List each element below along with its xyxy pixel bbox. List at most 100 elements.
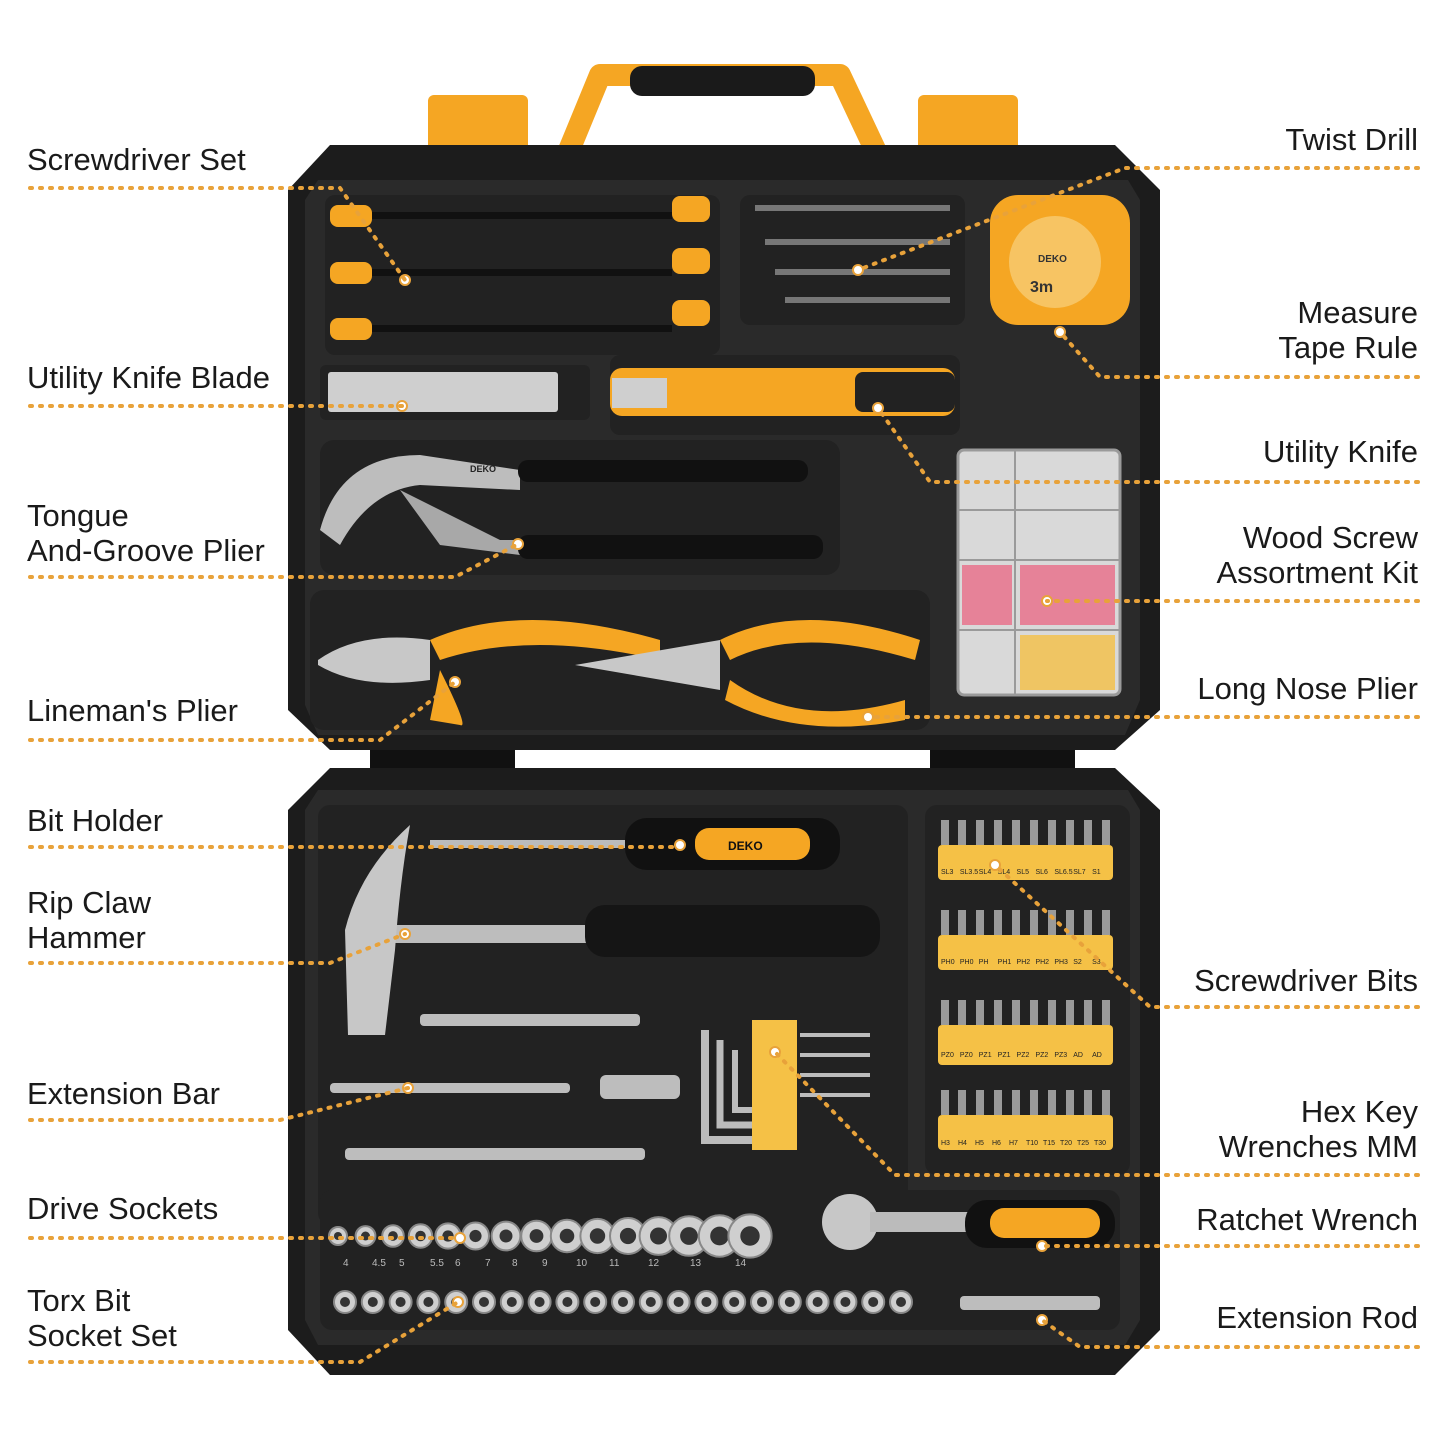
bit-label: PH0 [960,959,974,966]
utility-knife [610,368,955,416]
label-utility-knife: Utility Knife [1262,434,1418,469]
drive-socket-bore [710,1226,729,1246]
torx-socket-bore [340,1297,350,1307]
label-drive-sockets: Drive Sockets [27,1191,219,1226]
bit-label: PZ1 [979,1052,992,1059]
torx-socket-bore [395,1297,406,1307]
drive-socket-bore [559,1228,575,1244]
bit-label: SL4 [998,869,1011,876]
bit-label: SL6 [1035,869,1048,876]
torx-socket-bore [701,1297,712,1307]
tape-brand: DEKO [1038,254,1067,265]
socket-size-label: 6 [455,1258,461,1269]
bit-label: PH2 [1035,959,1049,966]
drive-socket-bore [529,1229,544,1243]
label-screwdriver-set: Screwdriver Set [27,142,246,177]
bit-label: PH1 [998,959,1012,966]
bit-label: H4 [958,1140,967,1147]
torx-bit-socket-set [333,1290,913,1314]
socket-size-label: 5.5 [430,1258,444,1269]
drive-socket-bore [469,1229,482,1243]
long-nose-plier [575,620,920,727]
screwdriver-set [330,196,710,340]
torx-socket-bore [840,1297,851,1307]
label-twist-drill: Twist Drill [1285,122,1418,157]
torx-socket-bore [729,1297,740,1307]
drive-socket-bore [499,1229,513,1243]
socket-size-label: 11 [609,1258,620,1269]
extension-bars [330,1014,680,1160]
bit-label: PZ2 [1035,1052,1048,1059]
pointer-dots [396,264,1066,1326]
bit-label: SL3 [941,869,954,876]
linemans-plier [318,620,660,726]
label-extension-bar: Extension Bar [27,1076,220,1111]
torx-socket-bore [506,1297,517,1307]
utility-knife-blade [328,372,558,412]
bit-label: SL3.5 [960,869,978,876]
bit-label: S3 [1092,959,1101,966]
drive-sockets [328,1213,773,1259]
drive-socket-bore [740,1226,760,1246]
drive-socket-bore [619,1227,637,1245]
hinge-left [370,750,515,768]
right-latch [918,95,1018,160]
drive-socket-bore [680,1227,698,1245]
bit-label: PZ3 [1054,1052,1067,1059]
label-bit-holder: Bit Holder [27,803,164,838]
bit-label: S2 [1073,959,1082,966]
tape-measure: 3m DEKO [990,195,1130,325]
ratchet-wrench [822,1194,1115,1250]
label-extension-rod: Extension Rod [1216,1300,1418,1335]
socket-size-label: 4 [343,1258,349,1269]
torx-socket-bore [590,1297,601,1307]
bit-label: SL7 [1073,869,1086,876]
label-screwdriver-bits: Screwdriver Bits [1194,963,1418,998]
socket-size-label: 10 [576,1258,588,1269]
socket-size-label: 4.5 [372,1258,386,1269]
bit-label: T20 [1060,1140,1072,1147]
bit-label: PZ1 [998,1052,1011,1059]
torx-socket-bore [479,1297,489,1307]
torx-socket-bore [645,1297,656,1307]
extension-rod [960,1296,1100,1310]
bit-label: PH0 [941,959,955,966]
case-handle [554,64,890,165]
bit-label: AD [1092,1052,1102,1059]
torx-socket-bore [618,1297,628,1307]
rip-claw-hammer [345,825,880,1035]
torx-socket-bore [812,1297,823,1307]
wood-screw-assortment-box [956,448,1122,697]
torx-socket-bore [534,1297,545,1307]
socket-size-label: 13 [690,1258,702,1269]
bit-label: H7 [1009,1140,1018,1147]
socket-size-label: 5 [399,1258,405,1269]
bit-label: PH [979,959,989,966]
bit-label: PZ0 [960,1052,973,1059]
bit-label: T25 [1077,1140,1089,1147]
bit-holder-brand: DEKO [728,839,763,853]
hinge-right [930,750,1075,768]
socket-size-label: 9 [542,1258,548,1269]
label-utility-knife-blade: Utility Knife Blade [27,360,270,395]
label-ratchet-wrench: Ratchet Wrench [1196,1202,1418,1237]
drive-socket-bore [649,1227,668,1245]
bit-holder-screwdriver: DEKO [430,818,840,870]
socket-size-label: 7 [485,1258,491,1269]
torx-socket-bore [367,1297,378,1307]
bit-label: PH3 [1054,959,1068,966]
torx-socket-bore [562,1297,573,1307]
bit-label: SL6.5 [1054,869,1072,876]
bit-label: PH2 [1017,959,1031,966]
bit-label: T30 [1094,1140,1106,1147]
bit-label: T10 [1026,1140,1038,1147]
bit-label: H6 [992,1140,1001,1147]
bit-label: AD [1073,1052,1083,1059]
torx-socket-bore [868,1297,879,1307]
